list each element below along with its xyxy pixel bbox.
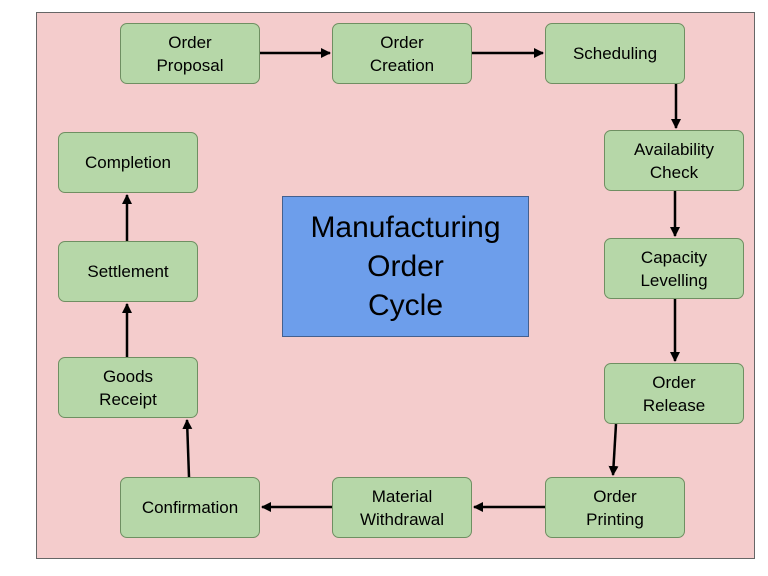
- node-material-withdrawal: Material Withdrawal: [332, 477, 472, 538]
- node-order-proposal: Order Proposal: [120, 23, 260, 84]
- node-settlement: Settlement: [58, 241, 198, 302]
- arrow-order-release-to-order-printing: [608, 423, 619, 476]
- diagram-title: Manufacturing Order Cycle: [282, 196, 529, 337]
- node-capacity-levelling: Capacity Levelling: [604, 238, 744, 299]
- node-order-release: Order Release: [604, 363, 744, 424]
- arrow-confirmation-to-goods-receipt: [182, 419, 193, 478]
- node-scheduling: Scheduling: [545, 23, 685, 84]
- node-completion: Completion: [58, 132, 198, 193]
- node-availability-check: Availability Check: [604, 130, 744, 191]
- node-goods-receipt: Goods Receipt: [58, 357, 198, 418]
- node-confirmation: Confirmation: [120, 477, 260, 538]
- node-order-printing: Order Printing: [545, 477, 685, 538]
- node-order-creation: Order Creation: [332, 23, 472, 84]
